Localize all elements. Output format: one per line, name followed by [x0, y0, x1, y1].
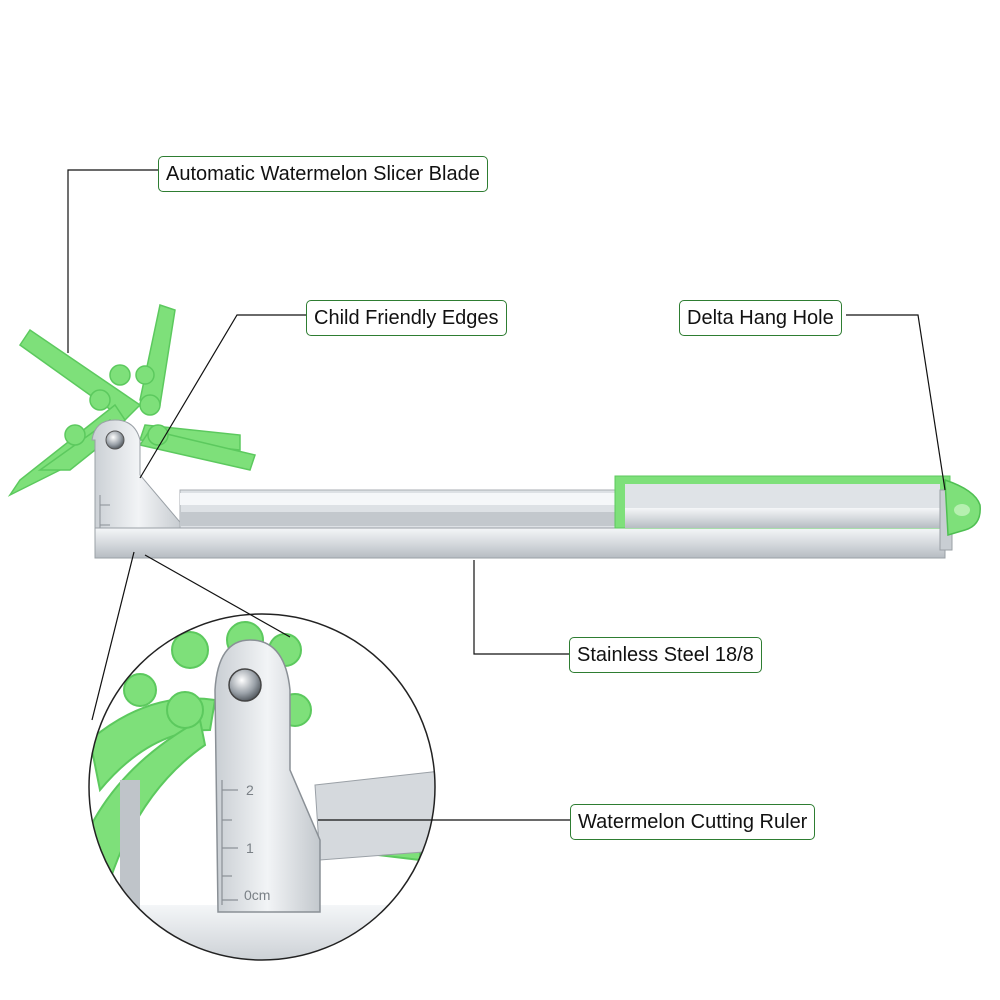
callout-slicer-blade: Automatic Watermelon Slicer Blade — [158, 156, 488, 192]
slicer-tool — [7, 304, 981, 559]
leader-hang — [846, 314, 946, 491]
ruler-mark-2: 2 — [246, 782, 254, 798]
callout-cutting-ruler: Watermelon Cutting Ruler — [570, 804, 816, 840]
handle — [614, 475, 981, 551]
leader-steel — [473, 560, 569, 655]
zoom-line-left — [91, 551, 135, 721]
ruler-mark-1: 1 — [246, 840, 254, 856]
callout-stainless-steel: Stainless Steel 18/8 — [569, 637, 762, 673]
leader-lines — [67, 169, 946, 821]
callout-child-friendly-edges: Child Friendly Edges — [306, 300, 507, 336]
leader-blade — [67, 169, 158, 353]
ruler-plate — [91, 419, 186, 556]
pivot-screw — [105, 430, 125, 450]
zoom-detail: 2 1 0cm — [88, 613, 436, 961]
zoom-line-right — [144, 554, 291, 638]
leader-edges — [139, 314, 306, 479]
ruler-mark-0: 0cm — [244, 887, 270, 903]
callout-hang-hole: Delta Hang Hole — [679, 300, 842, 336]
